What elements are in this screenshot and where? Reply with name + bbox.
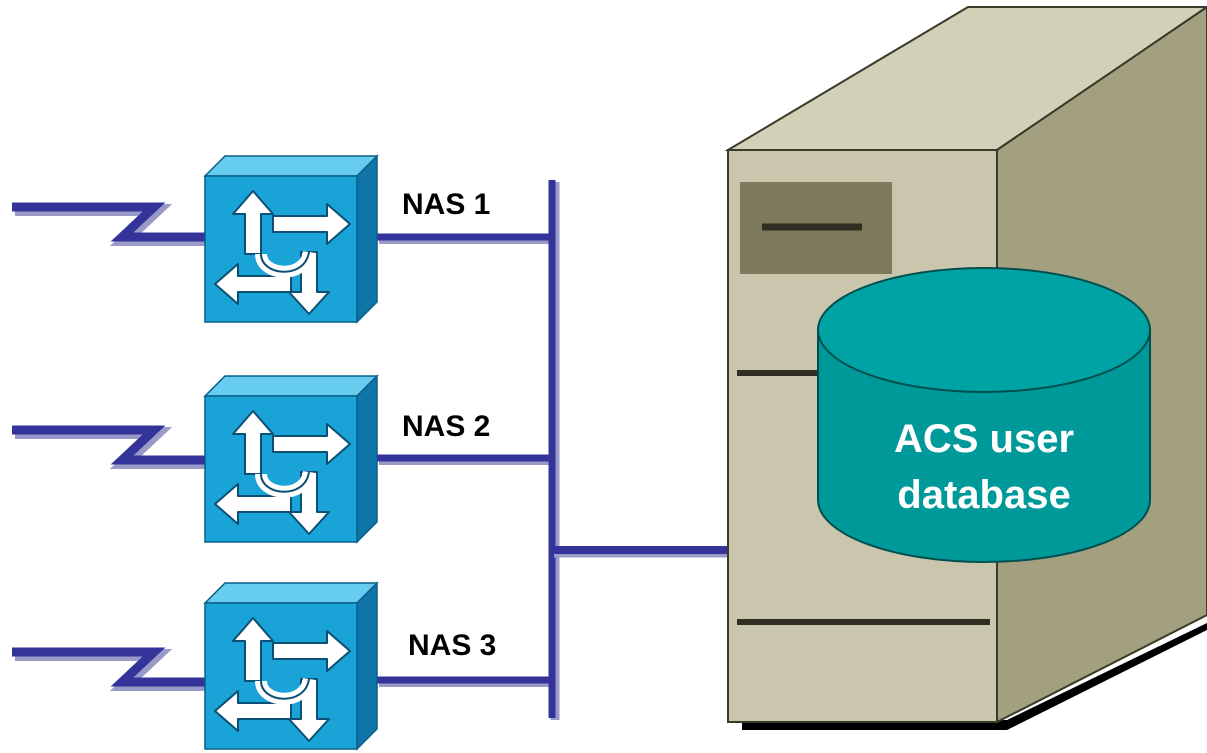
database-label-line1: ACS user <box>894 417 1074 461</box>
database-label-line2: database <box>897 473 1070 517</box>
network-bus <box>548 180 732 720</box>
router-icon <box>205 156 377 322</box>
nas-links <box>377 233 554 687</box>
serial-link-1 <box>12 207 215 240</box>
serial-link-2 <box>12 430 215 463</box>
nas-label-2: NAS 2 <box>402 410 490 443</box>
database-cylinder-icon <box>817 267 1151 563</box>
router-icon <box>205 376 377 542</box>
nas-label-3: NAS 3 <box>408 629 496 662</box>
router-icon <box>205 583 377 749</box>
nas-label-1: NAS 1 <box>402 188 490 221</box>
serial-link-3 <box>12 652 215 685</box>
